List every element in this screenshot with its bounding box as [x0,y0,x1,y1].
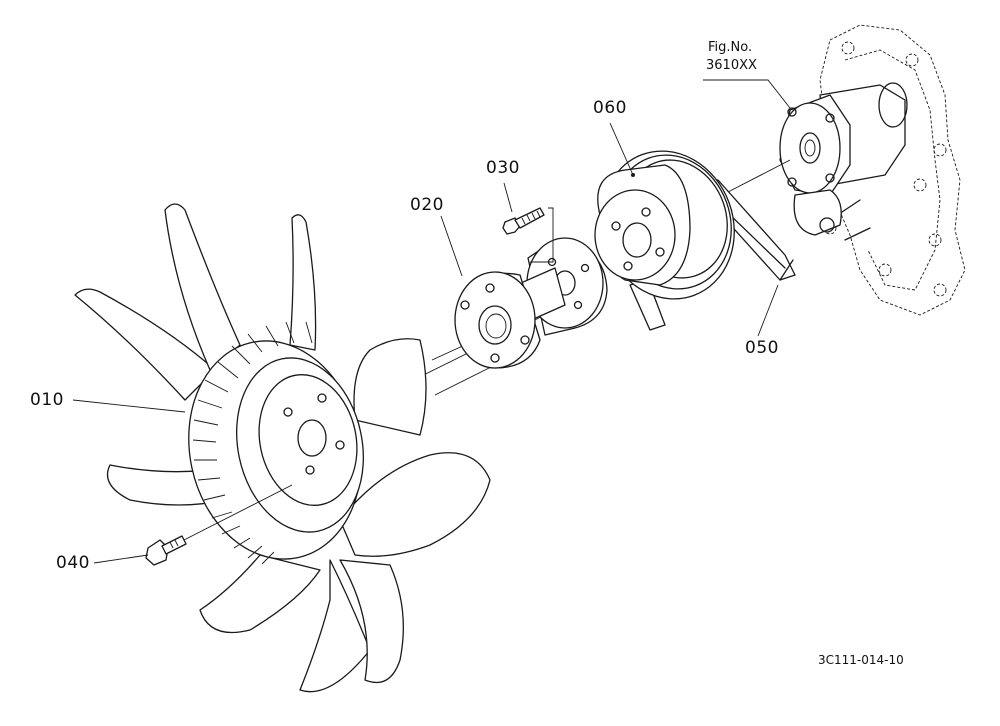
figure-reference-title: Fig.No. [708,40,753,55]
part-label-030: 030 [486,158,520,178]
part-label-010: 010 [30,390,64,410]
figure-reference-number: 3610XX [706,58,757,73]
part-label-040: 040 [56,553,90,573]
part-label-060: 060 [593,98,627,118]
bolt-030 [502,207,554,263]
spacer-hub [454,237,608,369]
drawing-code: 3C111-014-10 [818,653,904,667]
axis-line-upper [727,159,791,193]
fan [74,203,491,693]
part-label-020: 020 [410,195,444,215]
water-pump [779,82,908,241]
part-label-050: 050 [745,338,779,358]
bolt-040 [145,484,293,566]
pulley [594,150,735,300]
leader-lines [72,79,791,564]
